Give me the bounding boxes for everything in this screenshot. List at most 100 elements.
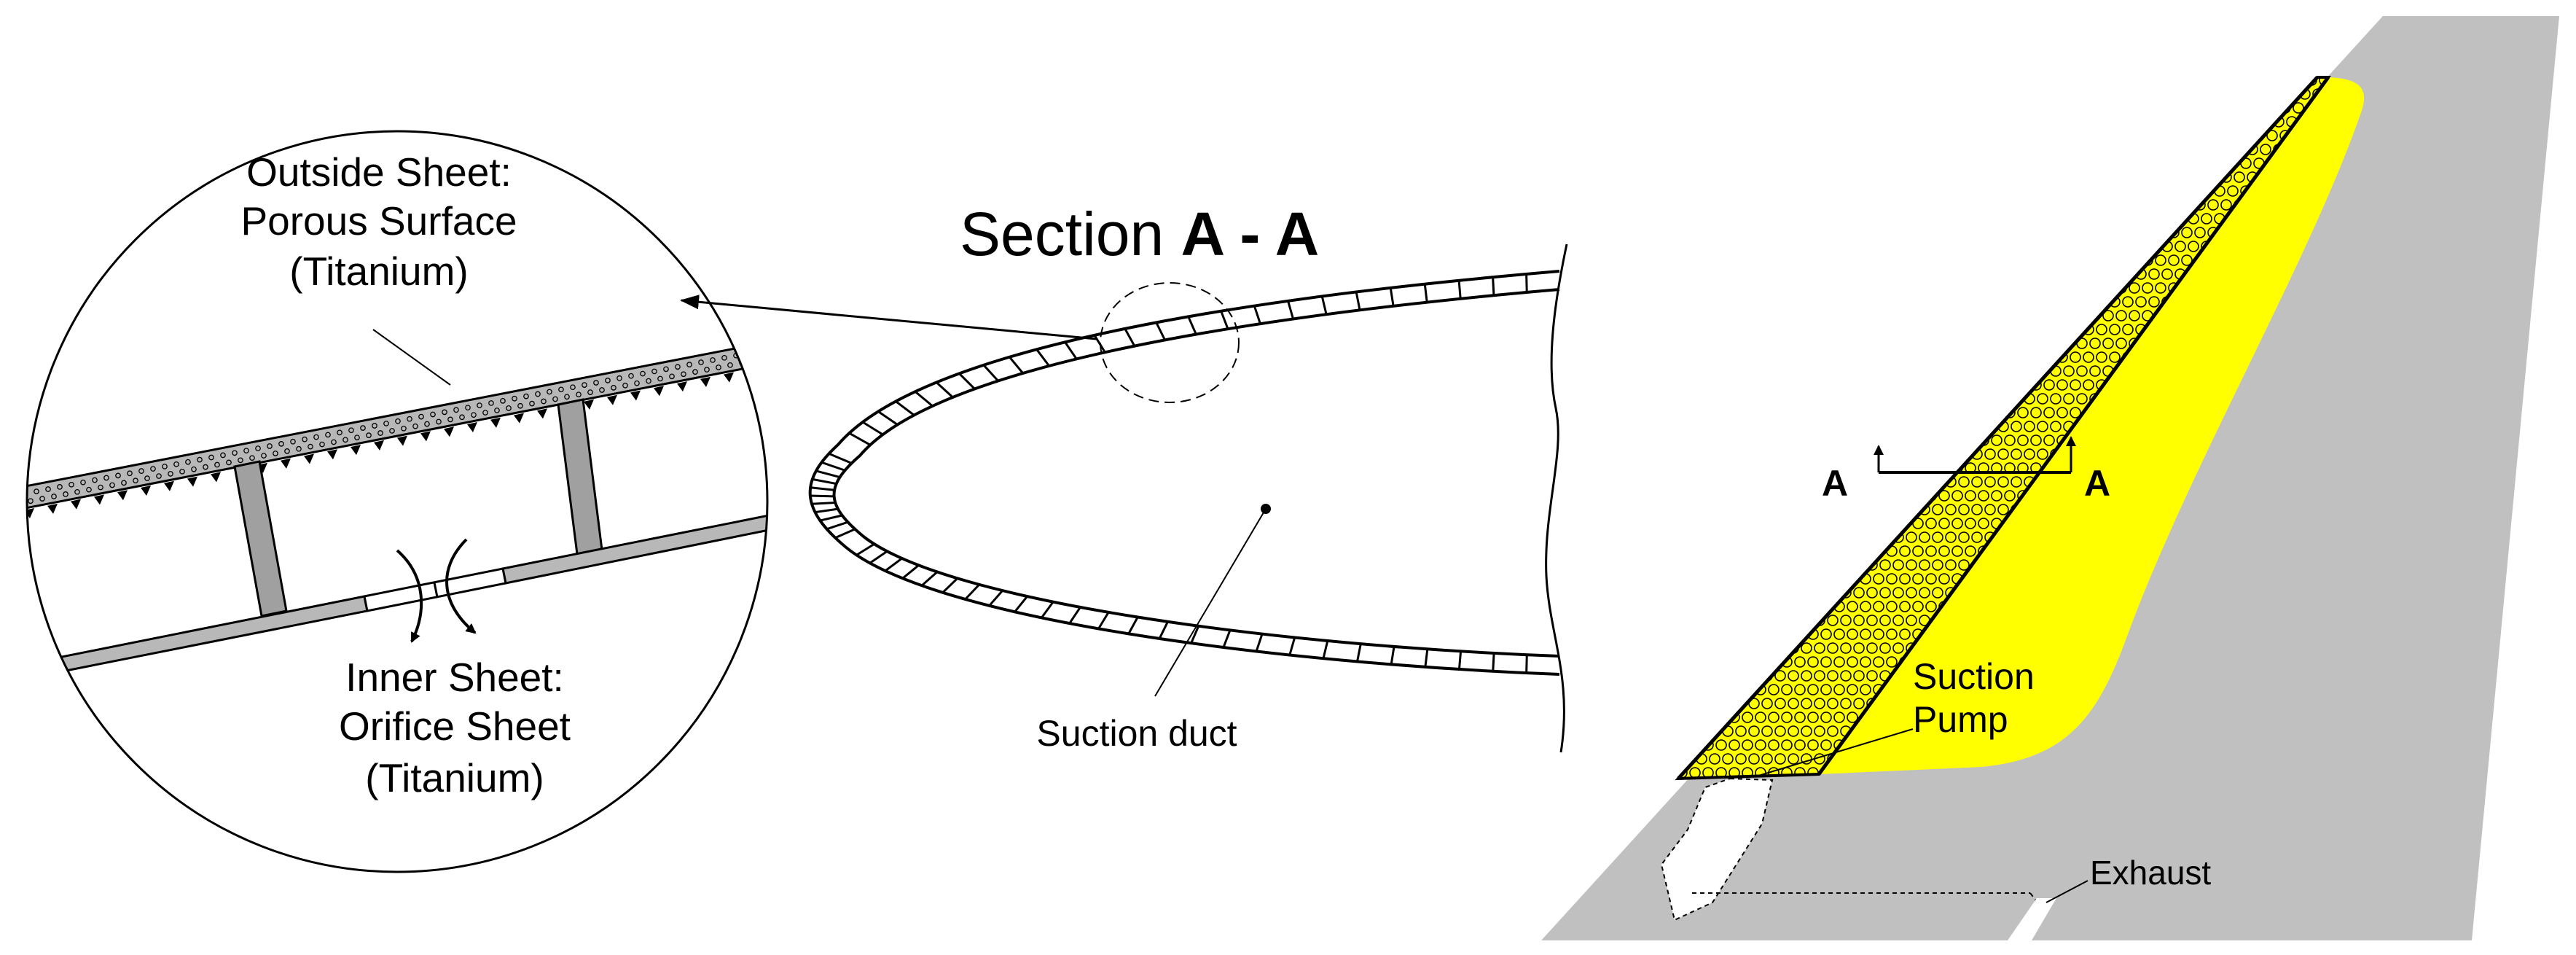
porous-hole [1678, 698, 1681, 709]
porous-hole [1833, 434, 1845, 446]
porous-hole [1735, 227, 1747, 238]
porous-hole [1879, 448, 1891, 460]
porous-hole [1951, 185, 1963, 197]
porous-hole [1899, 379, 1911, 391]
porous-hole [1840, 670, 1852, 682]
porous-hole [1945, 254, 1957, 266]
suction-flow-arrows [27, 367, 757, 519]
porous-hole [1886, 601, 1898, 612]
porous-hole [1932, 116, 1943, 128]
porous-hole [1709, 310, 1720, 321]
pore-dot [133, 478, 138, 484]
porous-hole [1899, 157, 1911, 169]
porous-hole [1742, 601, 1753, 612]
porous-hole [1958, 476, 1970, 488]
pore-dot [745, 350, 751, 356]
porous-hole [1664, 685, 1674, 695]
porous-hole [2247, 116, 2258, 128]
porous-hole [1873, 296, 1884, 308]
porous-hole [1748, 171, 1760, 183]
porous-hole [1833, 379, 1845, 391]
porous-hole [1827, 448, 1839, 460]
porous-hole [1761, 725, 1773, 737]
porous-hole [2102, 88, 2114, 100]
porous-hole [2011, 338, 2022, 349]
skin-cell-divider [895, 400, 915, 416]
porous-hole [1906, 448, 1917, 460]
porous-hole [1788, 254, 1799, 266]
porous-hole [1965, 324, 1976, 335]
porous-hole [1788, 421, 1799, 432]
suction-arrow [677, 381, 687, 392]
porous-hole [1664, 103, 1674, 113]
porous-hole [1715, 739, 1727, 751]
porous-hole [2266, 130, 2278, 141]
porous-hole [1938, 573, 1950, 585]
porous-hole [1965, 296, 1976, 308]
porous-hole [1997, 448, 2009, 460]
porous-hole [1971, 282, 1983, 294]
porous-hole [1860, 684, 1871, 695]
porous-hole [1866, 476, 1878, 488]
pore-dot [92, 477, 98, 483]
porous-hole [1873, 268, 1884, 280]
porous-hole [2135, 213, 2147, 225]
porous-hole [2083, 379, 2094, 391]
porous-hole [1833, 185, 1845, 197]
porous-hole [1761, 171, 1773, 183]
porous-hole [1678, 531, 1681, 543]
porous-hole [1873, 518, 1884, 529]
porous-hole [1807, 518, 1819, 529]
porous-hole [1820, 102, 1832, 114]
porous-hole [1827, 587, 1839, 599]
porous-hole [2240, 130, 2252, 141]
porous-hole [1702, 157, 1714, 169]
porous-hole [1912, 573, 1924, 585]
porous-hole [1709, 753, 1720, 765]
porous-hole [1951, 130, 1963, 141]
porous-hole [2161, 213, 2173, 225]
porous-hole [1678, 268, 1688, 280]
porous-hole [2234, 88, 2245, 100]
porous-hole [2227, 77, 2239, 86]
porous-hole [1801, 393, 1812, 405]
porous-hole [1866, 254, 1878, 266]
porous-hole [1847, 77, 1858, 86]
porous-hole [2056, 102, 2068, 114]
porous-hole [1847, 296, 1858, 308]
pore-dot [226, 459, 232, 466]
porous-hole [1925, 324, 1937, 335]
exhaust-leader [2045, 880, 2088, 903]
porous-hole [2017, 185, 2029, 197]
porous-hole [1984, 476, 1996, 488]
porous-hole [1709, 144, 1720, 155]
porous-hole [1768, 601, 1780, 612]
porous-hole [1840, 448, 1852, 460]
porous-hole [2070, 296, 2081, 308]
porous-hole [1709, 88, 1720, 100]
porous-hole [1873, 573, 1884, 585]
porous-hole [1794, 656, 1806, 668]
porous-hole [1860, 77, 1871, 86]
porous-hole [1678, 684, 1688, 695]
skin-cell-divider [964, 583, 980, 601]
porous-hole [1761, 310, 1773, 321]
porous-hole [1866, 642, 1878, 654]
porous-hole [1892, 88, 1904, 100]
porous-hole [1774, 642, 1786, 654]
porous-hole [2024, 310, 2035, 321]
porous-hole [2017, 241, 2029, 252]
pore-dot [541, 398, 547, 405]
skin-cell-divider [1041, 601, 1054, 619]
porous-hole [1709, 199, 1720, 211]
porous-hole [2181, 199, 2193, 211]
porous-hole [1788, 144, 1799, 155]
porous-hole [1971, 171, 1983, 183]
porous-hole [1715, 241, 1727, 252]
porous-hole [2017, 268, 2029, 280]
porous-hole [1664, 740, 1674, 750]
porous-hole [1689, 518, 1701, 529]
porous-hole [1827, 725, 1839, 737]
porous-hole [2096, 241, 2107, 252]
porous-hole [1873, 601, 1884, 612]
